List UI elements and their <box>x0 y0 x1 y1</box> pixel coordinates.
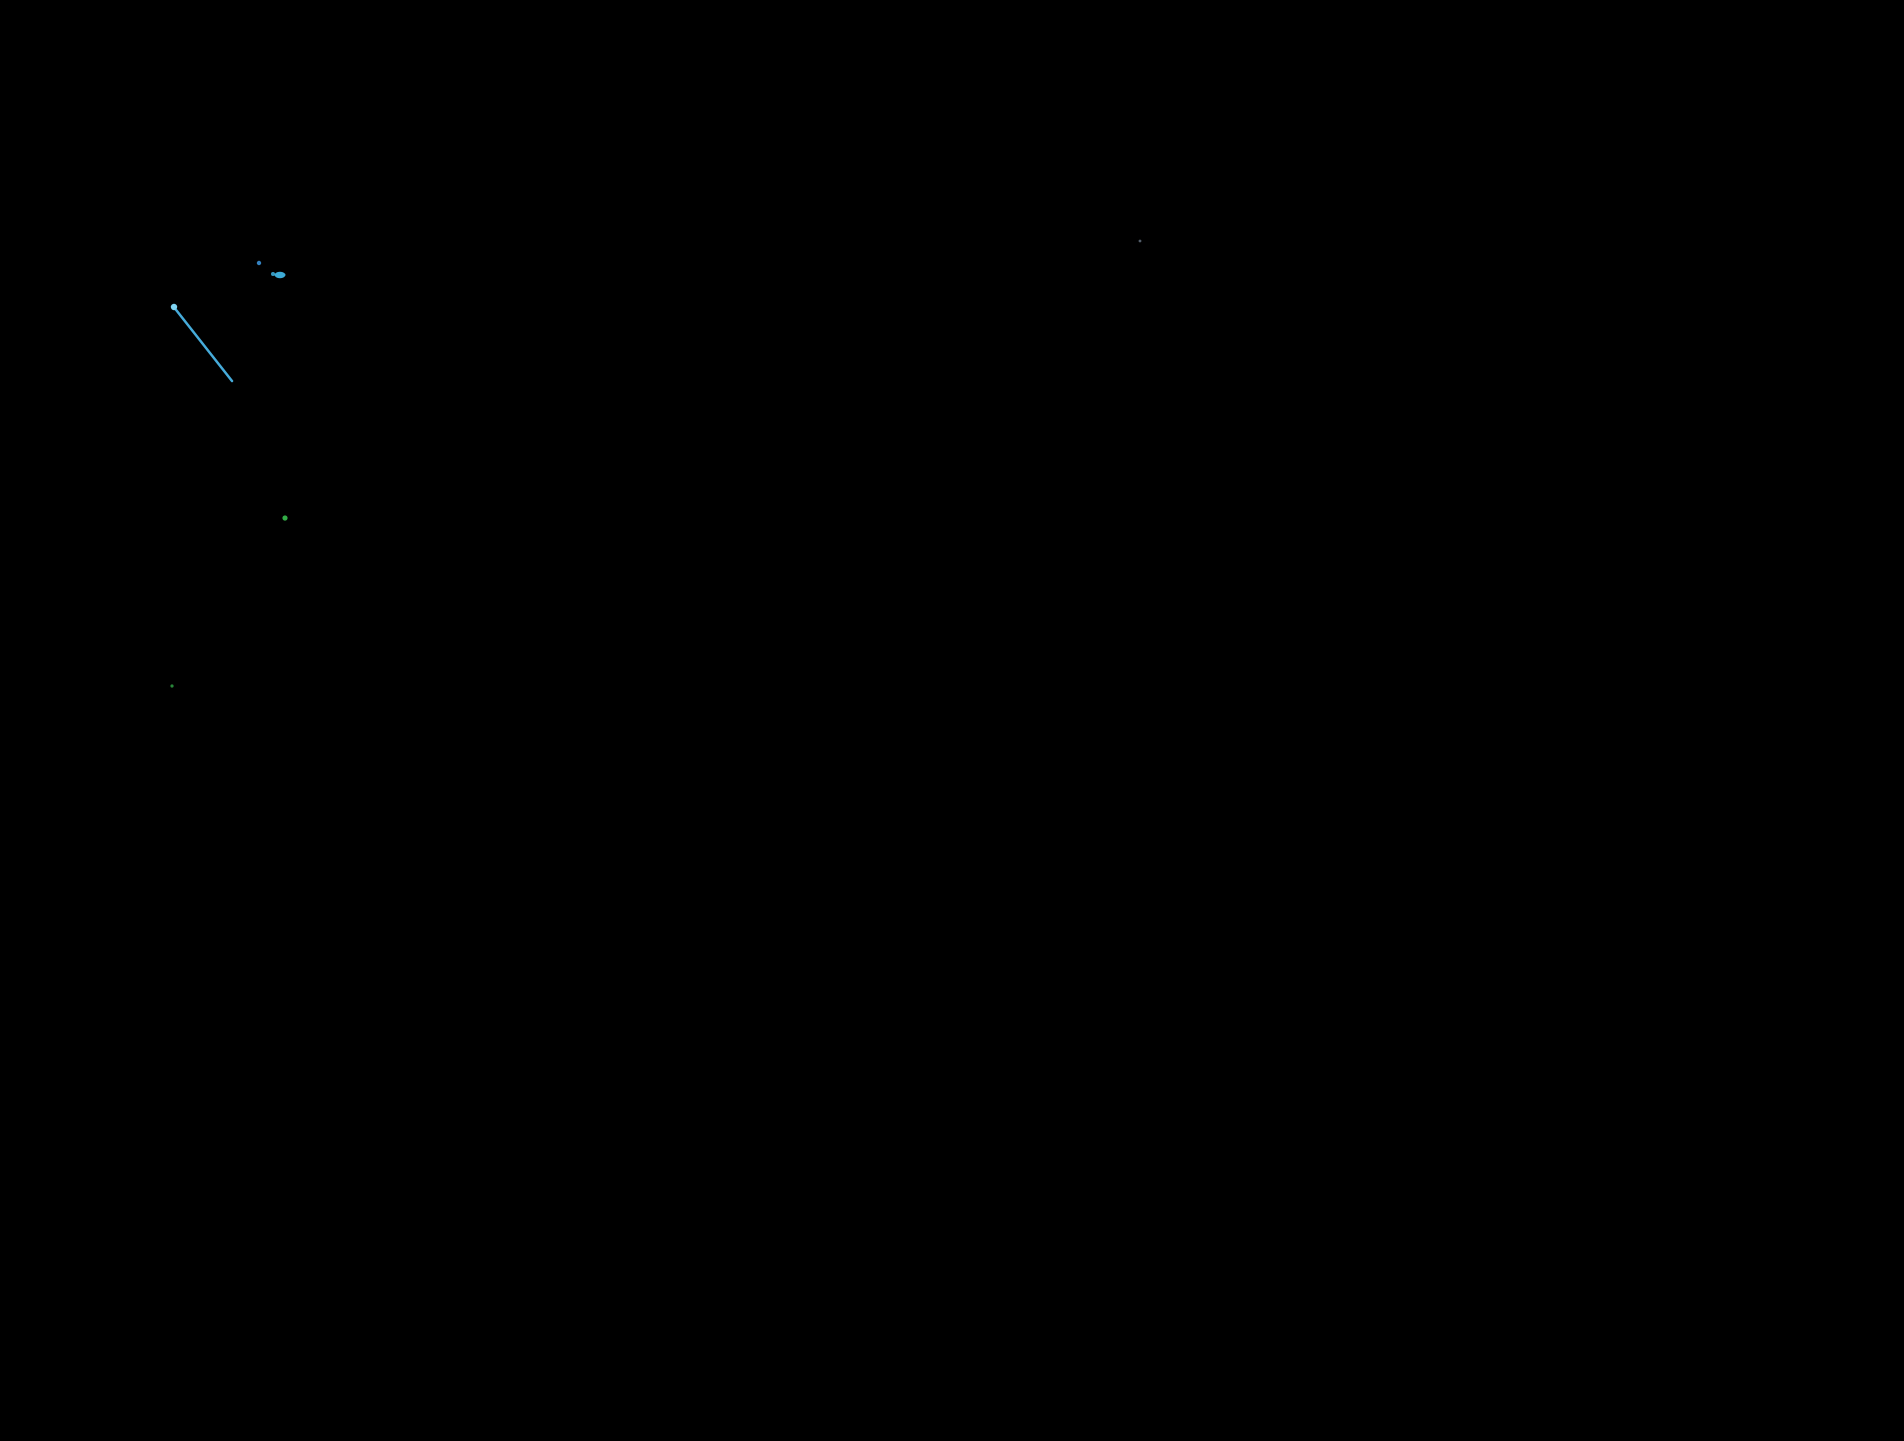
cyan-blob-mark <box>274 271 286 279</box>
cyan-streak-mark <box>171 304 234 383</box>
faint-speck-mark <box>1138 239 1142 243</box>
cyan-streak-head-mark <box>170 303 178 311</box>
small-blue-mark-mark <box>256 260 262 266</box>
cyan-blob-left-mark <box>271 272 275 276</box>
green-speck-mark <box>170 684 174 688</box>
green-dot-mark <box>282 515 288 521</box>
